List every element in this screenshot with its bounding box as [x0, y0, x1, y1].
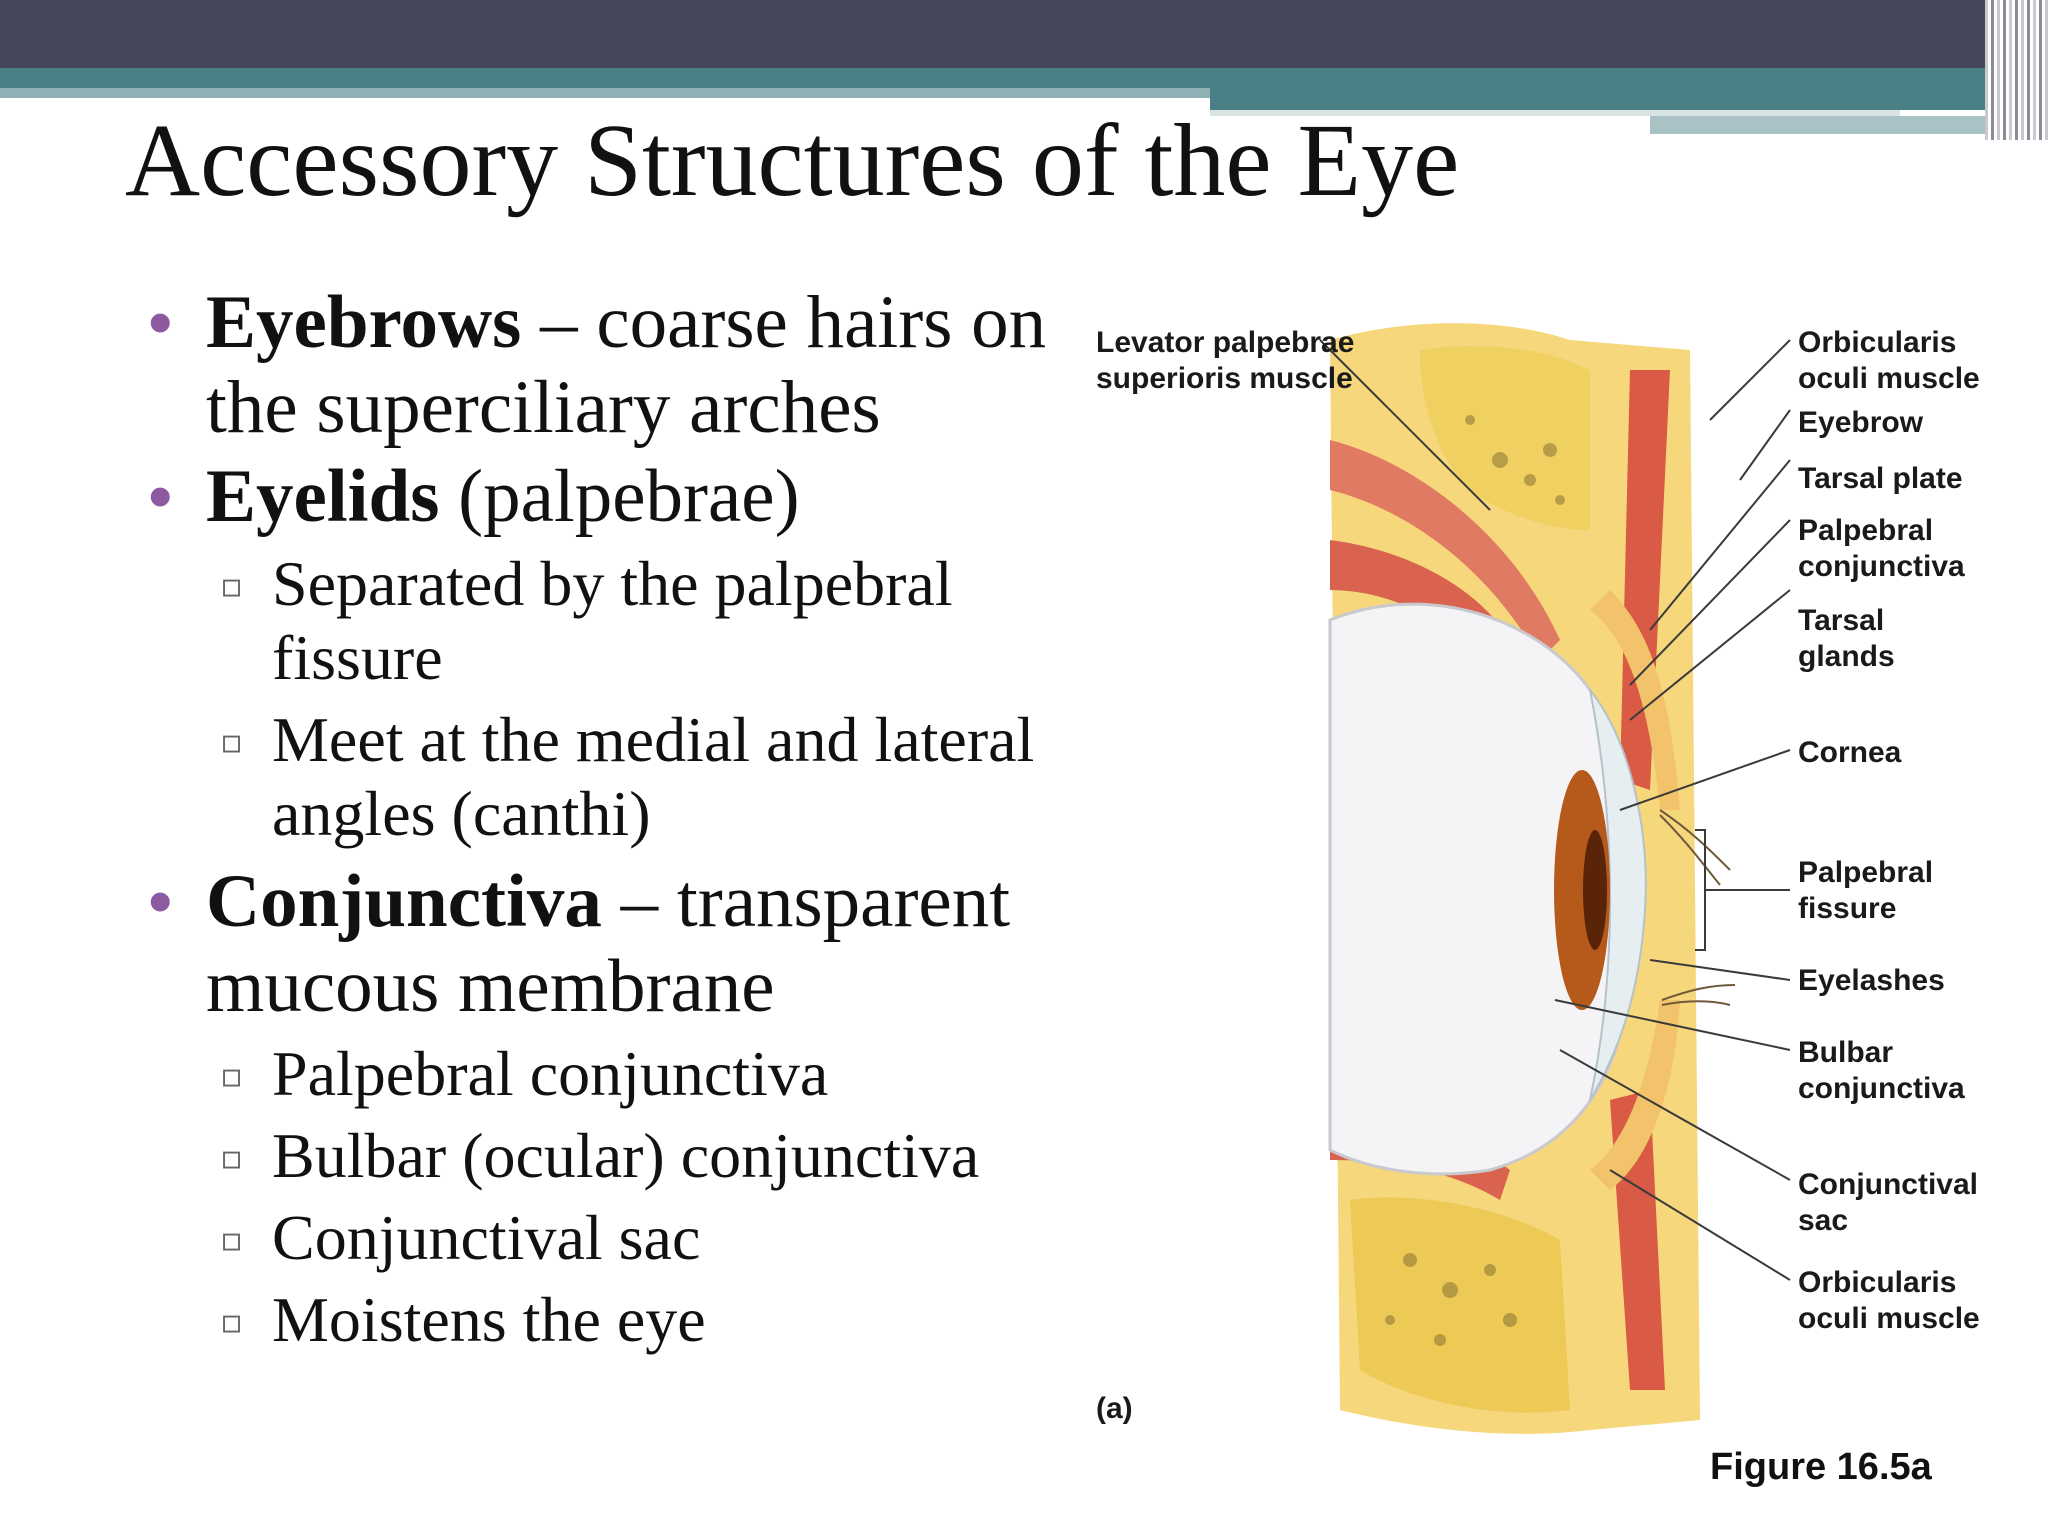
label-conjunctival-sac: Conjunctival — [1798, 1168, 1978, 1201]
sub-bullet-text: Conjunctival sac — [272, 1202, 701, 1273]
square-bullet-icon: ▫ — [220, 566, 244, 606]
cornea-shape — [1589, 689, 1647, 1101]
label-bulbar-conjunctiva: Bulbar — [1798, 1036, 1893, 1069]
term-conjunctiva: Conjunctiva — [206, 860, 602, 943]
bullet-list: • Eyebrows – coarse hairs on the superci… — [148, 280, 1048, 1365]
label-palpebral-fissure: Palpebral — [1798, 856, 1933, 889]
orbicularis-upper — [1620, 370, 1670, 790]
levator-muscle — [1330, 440, 1560, 660]
banner-stripe — [1210, 88, 2048, 110]
bone-bottom — [1350, 1197, 1570, 1413]
definition-eyebrows: – coarse hairs on the superciliary arche… — [206, 281, 1047, 449]
definition-conjunctiva: – transparent mucous membrane — [206, 860, 1011, 1028]
label-palpebral-conjunctiva: Palpebral — [1798, 514, 1933, 547]
label-tarsal-glands: glands — [1798, 640, 1895, 673]
label-orbicularis-bottom: oculi muscle — [1798, 1302, 1980, 1335]
label-conjunctival-sac: sac — [1798, 1204, 1848, 1237]
slide-title: Accessory Structures of the Eye — [125, 103, 1460, 218]
bone-pores — [1385, 415, 1565, 1346]
bullet-dot: • — [148, 862, 173, 940]
label-panel: (a) — [1096, 1392, 1133, 1425]
square-bullet-icon: ▫ — [220, 1056, 244, 1096]
square-bullet-icon: ▫ — [220, 1302, 244, 1342]
bullet-eyelids: • Eyelids (palpebrae) — [148, 454, 1048, 539]
label-orbicularis-top: Orbicularis — [1798, 326, 1956, 359]
sub-bullet-separated: ▫ Separated by the palpebral fissure — [148, 547, 1048, 695]
bullet-dot: • — [148, 457, 173, 535]
square-bullet-icon: ▫ — [220, 1138, 244, 1178]
iris — [1554, 770, 1610, 1010]
label-cornea: Cornea — [1798, 736, 1902, 769]
bone-top — [1420, 346, 1590, 530]
sub-bullet-text: Moistens the eye — [272, 1284, 706, 1355]
banner-stripe — [0, 88, 1210, 98]
sub-bullet-text: Palpebral conjunctiva — [272, 1038, 829, 1109]
banner-stripe — [1650, 116, 2048, 134]
label-eyebrow: Eyebrow — [1798, 406, 1924, 439]
figure-caption: Figure 16.5a — [1710, 1446, 1932, 1488]
sub-bullet-text: Separated by the palpebral fissure — [272, 548, 953, 693]
label-tarsal-glands: Tarsal — [1798, 604, 1884, 637]
bullet-dot: • — [148, 283, 173, 361]
bullet-conjunctiva: • Conjunctiva – transparent mucous membr… — [148, 859, 1048, 1029]
label-palpebral-fissure: fissure — [1798, 892, 1896, 925]
label-levator: superioris muscle — [1096, 362, 1353, 395]
lower-eyelid — [1590, 1000, 1680, 1190]
sub-bullet-bulbar: ▫ Bulbar (ocular) conjunctiva — [148, 1119, 1048, 1193]
label-tarsal-plate: Tarsal plate — [1798, 462, 1963, 495]
bullet-eyebrows: • Eyebrows – coarse hairs on the superci… — [148, 280, 1048, 450]
term-eyelids: Eyelids — [206, 455, 440, 538]
label-bulbar-conjunctiva: conjunctiva — [1798, 1072, 1965, 1105]
square-bullet-icon: ▫ — [220, 722, 244, 762]
sub-bullet-text: Bulbar (ocular) conjunctiva — [272, 1120, 980, 1191]
eye-anatomy-figure: Levator palpebrae superioris muscle Orbi… — [1096, 323, 1980, 1434]
sub-bullet-sac: ▫ Conjunctival sac — [148, 1201, 1048, 1275]
sub-bullet-meet: ▫ Meet at the medial and lateral angles … — [148, 703, 1048, 851]
sub-bullet-palpebral: ▫ Palpebral conjunctiva — [148, 1037, 1048, 1111]
term-eyebrows: Eyebrows — [206, 281, 522, 364]
square-bullet-icon: ▫ — [220, 1220, 244, 1260]
sub-bullet-text: Meet at the medial and lateral angles (c… — [272, 704, 1035, 849]
label-orbicularis-top: oculi muscle — [1798, 362, 1980, 395]
leader-lines — [1319, 339, 1791, 1281]
corner-decoration — [1985, 0, 2048, 140]
definition-eyelids: (palpebrae) — [439, 455, 800, 538]
top-banner — [0, 0, 2048, 68]
label-orbicularis-bottom: Orbicularis — [1798, 1266, 1956, 1299]
upper-eyelid — [1590, 590, 1680, 810]
label-eyelashes: Eyelashes — [1798, 964, 1945, 997]
banner-stripe — [0, 68, 2048, 88]
banner-stripe — [1210, 110, 1900, 116]
label-levator: Levator palpebrae — [1096, 326, 1354, 359]
eyelashes-drawing — [1659, 809, 1736, 1006]
label-palpebral-conjunctiva: conjunctiva — [1798, 550, 1965, 583]
sub-bullet-moistens: ▫ Moistens the eye — [148, 1283, 1048, 1357]
pupil — [1583, 830, 1607, 950]
